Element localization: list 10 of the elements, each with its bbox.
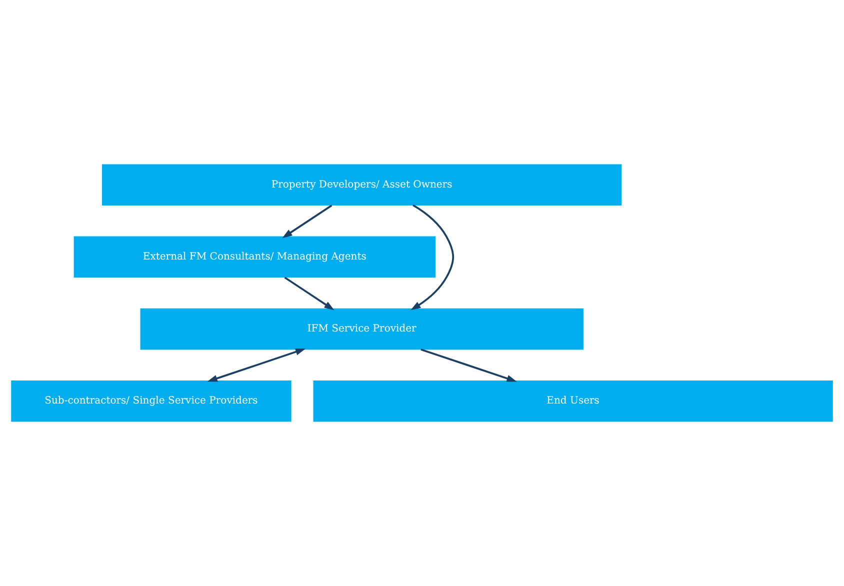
arrow: [207, 348, 306, 382]
arrow: [420, 348, 517, 382]
node-box: Property Developers/ Asset Owners: [102, 164, 622, 206]
node-box: IFM Service Provider: [140, 308, 584, 350]
arrow: [410, 204, 454, 310]
node-box: Sub-contractors/ Single Service Providers: [11, 380, 292, 422]
node-box: External FM Consultants/ Managing Agents: [74, 236, 436, 278]
node-box: End Users: [313, 380, 833, 422]
arrow: [282, 204, 332, 238]
arrow: [284, 276, 334, 310]
